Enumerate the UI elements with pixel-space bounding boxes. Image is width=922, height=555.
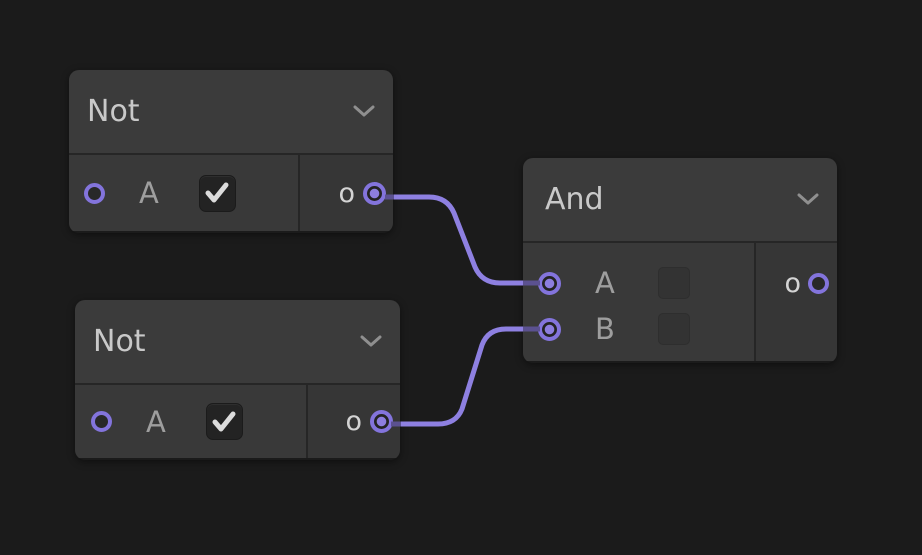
input-label: A [139,176,159,210]
output-port-o[interactable] [808,272,829,294]
output-row: o [784,243,837,323]
output-port-o[interactable] [370,410,393,433]
chevron-down-icon[interactable] [353,105,375,118]
input-port-b[interactable] [538,317,561,341]
node-not-1-body: A o [69,155,393,231]
node-and-body: A B [523,243,837,361]
checkbox-input-a[interactable] [198,174,236,212]
output-section: o [300,155,393,231]
input-label: A [146,404,166,439]
chevron-down-icon[interactable] [797,193,819,206]
wire-not1-to-and-a[interactable] [390,194,526,286]
checkmark-icon [205,182,229,203]
output-label: o [338,177,355,209]
output-label: o [784,267,801,299]
wire-not2-to-and-b[interactable] [397,326,526,427]
node-title: Not [93,324,146,359]
input-row-a: A [523,260,754,306]
checkbox-input-a[interactable] [657,267,690,299]
node-title: And [545,182,604,217]
input-port-a[interactable] [84,182,105,204]
output-label: o [345,406,362,437]
input-row-b: B [523,306,754,352]
input-section: A B [523,243,756,361]
input-port-a[interactable] [538,271,561,295]
node-and-header[interactable]: And [523,158,837,243]
node-not-2[interactable]: Not A o [75,300,400,460]
output-section: o [756,243,837,361]
node-not-2-header[interactable]: Not [75,300,400,385]
node-title: Not [87,94,140,129]
node-not-1[interactable]: Not A o [69,70,393,233]
node-not-1-header[interactable]: Not [69,70,393,155]
input-section: A [75,385,308,458]
output-section: o [308,385,400,458]
node-and[interactable]: And A B [523,158,837,363]
input-label: A [595,266,615,300]
checkbox-input-b[interactable] [657,313,690,345]
output-port-o[interactable] [363,181,386,205]
input-section: A [69,155,300,231]
chevron-down-icon[interactable] [360,335,382,348]
node-not-2-body: A o [75,385,400,458]
input-port-a[interactable] [91,411,112,432]
checkmark-icon [212,411,236,431]
input-label: B [595,312,615,346]
checkbox-input-a[interactable] [205,403,243,440]
